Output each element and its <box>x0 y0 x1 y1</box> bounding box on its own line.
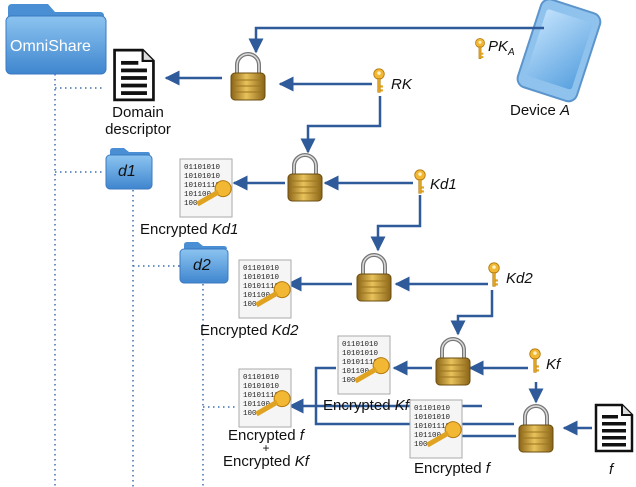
encrypted-f-name: f <box>299 427 304 444</box>
connector-arrows <box>164 26 592 444</box>
binary-row: 10101110 <box>414 423 451 431</box>
kd1-key-icon <box>414 169 426 194</box>
binary-row: 101100 <box>243 292 271 300</box>
binary-row: 01101010 <box>414 405 451 413</box>
binary-row: 01101010 <box>243 374 280 382</box>
binary-row: 01101010 <box>342 341 379 349</box>
binary-row: 100 <box>342 377 356 385</box>
encrypted-prefix: Encrypted <box>414 460 482 477</box>
encrypted-prefix: Encrypted <box>200 322 268 339</box>
pk-base: PK <box>488 38 509 55</box>
encrypted-kd1-label: Encrypted Kd1 <box>140 221 238 238</box>
folder-tree-lines <box>54 74 238 487</box>
d2-folder-icon[interactable] <box>179 242 229 284</box>
binary-row: 10101010 <box>184 173 221 181</box>
encrypted-prefix: Encrypted <box>323 397 391 414</box>
binary-row: 101100 <box>243 401 271 409</box>
binary-row: 10101010 <box>414 414 451 422</box>
domain-descriptor-document-icon <box>113 48 155 102</box>
f-label: f <box>609 461 614 478</box>
binary-row: 10101010 <box>243 274 280 282</box>
binary-row: 101100 <box>184 191 212 199</box>
rk-key-icon <box>373 68 385 93</box>
encrypted-kd2-label: Encrypted Kd2 <box>200 322 298 339</box>
binary-row: 10101110 <box>243 283 280 291</box>
binary-row: 10101010 <box>243 383 280 391</box>
encrypted-f-line: Encrypted f <box>196 428 336 443</box>
file-f-document-icon <box>594 403 634 453</box>
domain-descriptor-line2: descriptor <box>105 121 171 138</box>
binary-row: 10101110 <box>184 182 221 190</box>
binary-row: 01101010 <box>243 265 280 273</box>
kf-label: Kf <box>546 356 561 373</box>
encrypted-f-label: Encrypted f <box>414 460 490 477</box>
kd1-label: Kd1 <box>430 176 457 193</box>
encrypted-f-name: f <box>485 460 490 477</box>
encrypted-kd1-name: Kd1 <box>211 221 239 238</box>
encrypted-kf-label: Encrypted Kf <box>323 397 409 414</box>
pk-sub: A <box>508 47 515 58</box>
padlock-icon <box>517 404 555 454</box>
domain-descriptor-line1: Domain <box>112 104 164 121</box>
omnishare-folder-label: OmniShare <box>10 38 91 55</box>
encrypted-prefix: Encrypted <box>228 427 296 444</box>
d1-folder-icon[interactable] <box>105 148 153 190</box>
binary-row: 101100 <box>342 368 370 376</box>
omnishare-folder-icon[interactable] <box>5 4 107 75</box>
binary-row: 100 <box>414 441 428 449</box>
encrypted-prefix: Encrypted <box>223 453 291 470</box>
padlock-icon <box>355 253 393 303</box>
device-name: Device <box>510 102 556 119</box>
device-var: A <box>560 102 571 119</box>
encrypted-kf-name: Kf <box>394 397 409 414</box>
rk-label: RK <box>391 76 412 93</box>
d2-folder-label: d2 <box>193 257 211 274</box>
encrypted-f-plus-kf-label: Encrypted f + Encrypted Kf <box>196 428 336 469</box>
binary-row: 100 <box>243 301 257 309</box>
binary-row: 10101010 <box>342 350 379 358</box>
domain-descriptor-label: Domain descriptor <box>96 104 180 138</box>
binary-row: 10101110 <box>243 392 280 400</box>
binary-row: 01101010 <box>184 164 221 172</box>
binary-row: 100 <box>184 200 198 208</box>
kd2-key-icon <box>488 262 500 287</box>
pk-key-icon <box>475 38 485 60</box>
kf-key-icon <box>529 348 541 373</box>
pk-a-label: PKA <box>488 38 515 61</box>
encrypted-kf-name: Kf <box>294 453 309 470</box>
plus-sign: + <box>262 441 270 455</box>
padlock-icon <box>286 153 324 203</box>
d1-folder-label: d1 <box>118 163 136 180</box>
binary-row: 100 <box>243 410 257 418</box>
encrypted-kd2-name: Kd2 <box>271 322 299 339</box>
padlock-icon <box>434 337 472 387</box>
padlock-icon <box>229 52 267 102</box>
encrypted-prefix: Encrypted <box>140 221 208 238</box>
device-a-label: Device A <box>510 102 570 119</box>
binary-row: 101100 <box>414 432 442 440</box>
device-a-phone-icon <box>516 0 602 103</box>
binary-row: 10101110 <box>342 359 379 367</box>
kd2-label: Kd2 <box>506 270 533 287</box>
encrypted-kf-line: Encrypted Kf <box>196 454 336 469</box>
